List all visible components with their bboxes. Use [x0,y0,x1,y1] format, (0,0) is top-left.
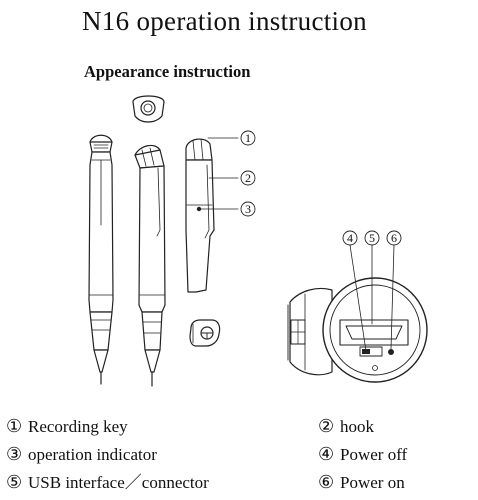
clip-detail [189,319,221,347]
legend-marker: ④ [318,444,335,464]
legend-text: USB interface／connector [28,473,209,492]
legend-text: Power off [340,445,408,464]
svg-text:4: 4 [347,231,353,245]
callout-1: 1 [240,130,256,146]
legend-item-6: ⑥ Power on [318,472,405,493]
pen-front-view [88,134,114,385]
legend-marker: ⑥ [318,472,335,492]
callout-4: 4 [342,230,358,246]
pen-side-view [185,138,215,293]
svg-text:2: 2 [245,171,251,185]
legend-item-1: ① Recording key [6,416,128,437]
svg-text:5: 5 [369,231,375,245]
legend-text: hook [340,417,374,436]
legend-text: Power on [340,473,405,492]
cap-ring-detail [132,95,165,123]
svg-text:6: 6 [391,231,397,245]
callout-5: 5 [364,230,380,246]
legend-marker: ③ [6,444,23,464]
legend-marker: ② [318,416,335,436]
legend-marker: ① [6,416,23,436]
callout-2: 2 [240,170,256,186]
legend-text: operation indicator [28,445,157,464]
callout-3: 3 [240,201,256,217]
svg-text:3: 3 [245,202,251,216]
legend-item-3: ③ operation indicator [6,444,157,465]
legend-item-2: ② hook [318,416,374,437]
legend-item-4: ④ Power off [318,444,407,465]
svg-text:1: 1 [245,131,251,145]
callout-6: 6 [386,230,402,246]
legend-marker: ⑤ [6,472,23,492]
legend-text: Recording key [28,417,128,436]
document-title: N16 operation instruction [82,6,367,36]
pen-angled-view [134,144,166,387]
legend-item-5: ⑤ USB interface／connector [6,472,209,493]
section-heading: Appearance instruction [84,62,251,81]
